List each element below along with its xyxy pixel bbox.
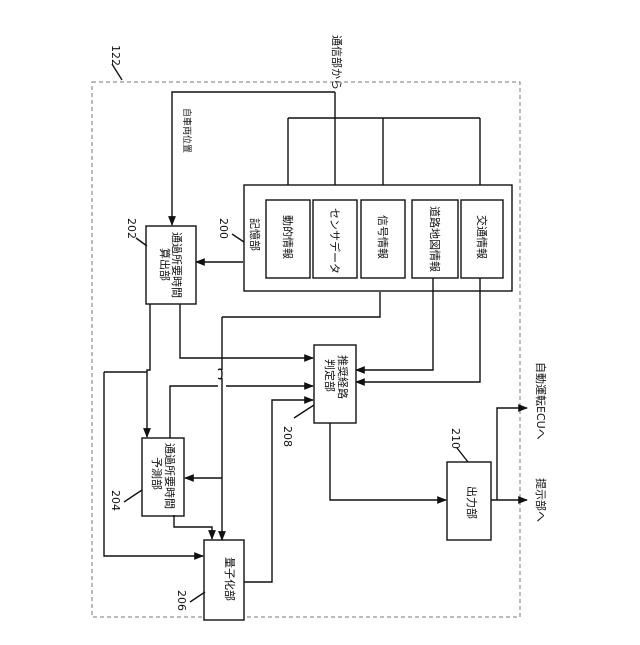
ref-122-leader [112,64,122,80]
ref-200-leader [232,234,244,242]
store-dynamic-label: 動的情報 [281,215,295,259]
storage-title: 記憶部 [248,218,262,251]
to-ecu-label: 自動運転ECUへ [534,362,548,440]
store-traffic-label: 交通情報 [475,215,489,259]
block-202-line2: 算出部 [158,248,172,281]
block-208-line1: 推奨経路 [336,355,350,399]
store-signal-label: 信号情報 [376,215,389,259]
206-to-208-arrow [244,400,313,582]
ref-204: 204 [109,490,122,511]
210-to-ecu-arrow [497,408,527,500]
signal-feedback-line [222,292,380,317]
202-to-204-arrow [147,304,150,437]
ref-206-leader [190,592,205,602]
block-208-line2: 判定部 [323,359,337,392]
to-presentation-label: 提示部へ [534,478,548,522]
208-to-210-arrow [330,423,446,500]
ref-202: 202 [125,218,138,239]
ref-122: 122 [109,45,122,66]
traffic-to-208-arrow [356,278,480,382]
block-204-line2: 予測部 [150,457,164,490]
ref-206: 206 [175,590,188,611]
own-position-label: 自車両位置 [181,108,193,153]
ref-200: 200 [217,218,230,239]
store-sensor-label: センサデータ [328,208,342,274]
202-to-208-arrow [180,304,313,358]
ref-210-leader [457,448,468,462]
block-210-label: 出力部 [465,486,479,519]
from-comm-label: 通信部から [330,35,344,90]
block-204-line1: 通過所要時間 [163,443,176,509]
crossover-hop-1 [218,369,222,379]
ref-208: 208 [281,426,294,447]
store-road-map-label: 道路地図情報 [428,206,442,272]
ref-210: 210 [449,428,462,449]
block-206-label: 量子化部 [223,557,237,601]
roadmap-to-208-arrow [356,278,433,370]
204-to-206-arrow [174,515,212,539]
ref-208-leader [294,405,314,418]
ref-204-leader [124,490,142,502]
